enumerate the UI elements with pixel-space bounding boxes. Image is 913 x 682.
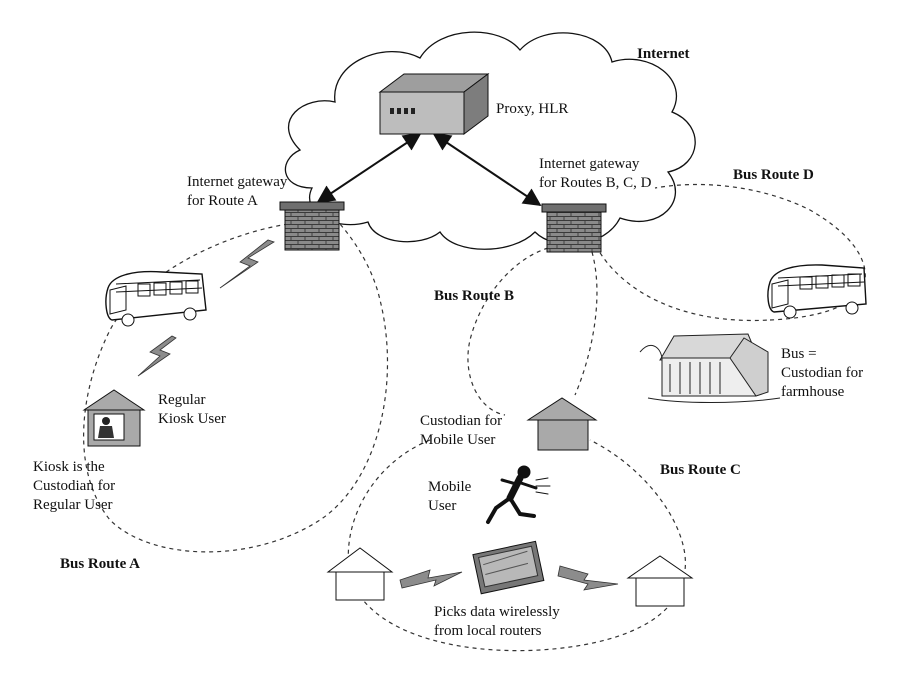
route-b-loop-2 (574, 251, 598, 396)
arrow-gateway-a-proxy (316, 133, 422, 203)
custodian-mobile-user-label: Custodian for Mobile User (420, 413, 503, 448)
custodian-house-icon (526, 397, 598, 451)
lightning-bolt-icon (399, 569, 463, 589)
server-icon (378, 73, 490, 135)
farmhouse-icon (639, 333, 781, 403)
picks-data-label: Picks data wirelessly from local routers (434, 604, 560, 639)
kiosk-custodian-label: Kiosk is the Custodian for Regular User (33, 459, 116, 513)
arrow-gateway-bcd-proxy (432, 132, 542, 207)
bus-route-a-label: Bus Route A (60, 556, 141, 572)
gateway-bcd-firewall-icon (541, 203, 607, 253)
gateway-a-label: Internet gateway for Route A (187, 174, 288, 209)
bus-custodian-farmhouse-label: Bus = Custodian for farmhouse (781, 346, 864, 400)
gateway-a-firewall-icon (279, 201, 345, 251)
house-icon (326, 547, 394, 601)
wireless-links (137, 239, 619, 591)
mobile-user-label: Mobile User (428, 479, 472, 514)
bus-route-a-icon (105, 270, 207, 327)
lightning-bolt-icon (219, 239, 275, 289)
gateway-bcd-label: Internet gateway for Routes B, C, D (539, 156, 652, 191)
lightning-bolt-icon (557, 565, 619, 591)
route-d-loop (595, 183, 866, 322)
lightning-bolt-icon (137, 335, 177, 377)
bus-route-b-label: Bus Route B (434, 288, 515, 304)
bus-route-d-label: Bus Route D (733, 167, 814, 183)
cloud-icon (284, 31, 696, 250)
bus-route-c-label: Bus Route C (660, 462, 741, 478)
running-person-icon (486, 465, 551, 524)
internet-label: Internet (637, 46, 690, 62)
house-icon (626, 555, 694, 607)
kiosk-icon (82, 389, 146, 447)
bus-route-d-icon (767, 264, 867, 319)
proxy-hlr-label: Proxy, HLR (496, 101, 569, 117)
laptop-icon (472, 540, 545, 595)
regular-kiosk-user-label: Regular Kiosk User (158, 392, 226, 427)
route-c-loop (347, 439, 686, 652)
route-b-loop (467, 247, 549, 416)
